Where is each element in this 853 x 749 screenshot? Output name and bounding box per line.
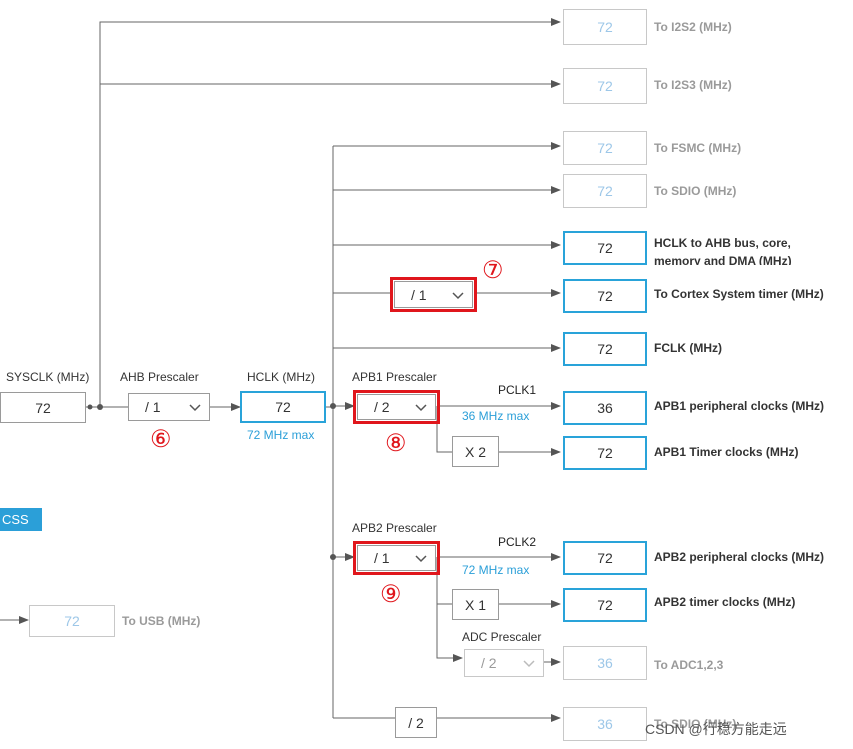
watermark: CSDN @行稳方能走远	[645, 721, 787, 737]
hclk-ahb-value[interactable]: 72	[563, 231, 647, 265]
cortex-timer-value[interactable]: 72	[563, 279, 647, 313]
hclk-ahb-label-2: memory and DMA (MHz)	[654, 254, 792, 265]
hclk-ahb-label: HCLK to AHB bus, core,	[654, 236, 791, 250]
ahb-prescaler-label: AHB Prescaler	[120, 370, 199, 384]
adc-label: To ADC1,2,3	[654, 658, 724, 672]
sdio-divider: / 2	[395, 707, 437, 738]
apb1-max-label: 36 MHz max	[462, 409, 530, 423]
i2s3-label: To I2S3 (MHz)	[654, 78, 732, 92]
sysclk-value: 72	[0, 392, 86, 423]
usb-value: 72	[29, 605, 115, 637]
annotation-marker-6: ⑥	[150, 425, 172, 453]
apb2-max-label: 72 MHz max	[462, 563, 530, 577]
sysclk-label: SYSCLK (MHz)	[6, 370, 90, 384]
sdio2-value: 36	[563, 707, 647, 741]
apb1-timer-multiplier: X 2	[452, 436, 499, 467]
apb2-periph-value[interactable]: 72	[563, 541, 647, 575]
chevron-down-icon	[523, 655, 535, 671]
chevron-down-icon	[189, 399, 201, 415]
hclk-value[interactable]: 72	[240, 391, 326, 423]
css-badge[interactable]: CSS	[0, 508, 42, 531]
adc-prescaler-value: / 2	[481, 655, 497, 671]
chevron-down-icon	[415, 399, 427, 415]
apb2-prescaler-value: / 1	[374, 550, 390, 566]
annotation-marker-9: ⑨	[380, 580, 402, 608]
usb-label: To USB (MHz)	[122, 614, 201, 628]
highlight-box-8	[353, 390, 440, 424]
i2s2-label: To I2S2 (MHz)	[654, 20, 732, 34]
i2s2-value: 72	[563, 9, 647, 45]
fsmc-label: To FSMC (MHz)	[654, 141, 742, 155]
apb2-prescaler-label: APB2 Prescaler	[352, 521, 437, 535]
pclk2-label: PCLK2	[498, 535, 537, 549]
fsmc-value: 72	[563, 131, 647, 165]
sdio-value: 72	[563, 174, 647, 208]
highlight-box-9	[353, 541, 440, 575]
sdio-label: To SDIO (MHz)	[654, 184, 737, 198]
ahb-prescaler-value: / 1	[145, 399, 161, 415]
apb2-prescaler-select[interactable]: / 1	[357, 545, 436, 571]
chevron-down-icon	[415, 550, 427, 566]
apb1-timer-label: APB1 Timer clocks (MHz)	[654, 445, 799, 459]
cortex-prescaler-value: / 1	[411, 286, 427, 303]
adc-value: 36	[563, 646, 647, 680]
apb1-periph-value[interactable]: 36	[563, 391, 647, 425]
fclk-value[interactable]: 72	[563, 332, 647, 366]
hclk-label: HCLK (MHz)	[247, 370, 315, 384]
apb1-prescaler-value: / 2	[374, 399, 390, 415]
annotation-marker-8: ⑧	[385, 429, 407, 457]
apb2-timer-multiplier: X 1	[452, 589, 499, 620]
apb1-prescaler-select[interactable]: / 2	[357, 394, 436, 420]
ahb-prescaler-select[interactable]: / 1	[128, 393, 210, 421]
sdio2-label: To SDIO (MHz)	[654, 717, 737, 731]
apb2-timer-value[interactable]: 72	[563, 588, 647, 622]
cortex-timer-label: To Cortex System timer (MHz)	[654, 287, 824, 301]
highlight-box-7	[390, 277, 477, 312]
fclk-label: FCLK (MHz)	[654, 341, 722, 355]
annotation-marker-7: ⑦	[482, 256, 504, 284]
adc-prescaler-select[interactable]: / 2	[464, 649, 544, 677]
apb2-periph-label: APB2 peripheral clocks (MHz)	[654, 550, 825, 564]
cortex-prescaler-select[interactable]: / 1	[394, 281, 473, 308]
hclk-max-label: 72 MHz max	[247, 428, 315, 442]
adc-prescaler-label: ADC Prescaler	[462, 630, 542, 644]
apb1-periph-label: APB1 peripheral clocks (MHz)	[654, 399, 825, 413]
apb1-prescaler-label: APB1 Prescaler	[352, 370, 437, 384]
i2s3-value: 72	[563, 68, 647, 104]
chevron-down-icon	[452, 287, 464, 303]
apb1-timer-value[interactable]: 72	[563, 436, 647, 470]
pclk1-label: PCLK1	[498, 383, 537, 397]
apb2-timer-label: APB2 timer clocks (MHz)	[654, 595, 796, 609]
